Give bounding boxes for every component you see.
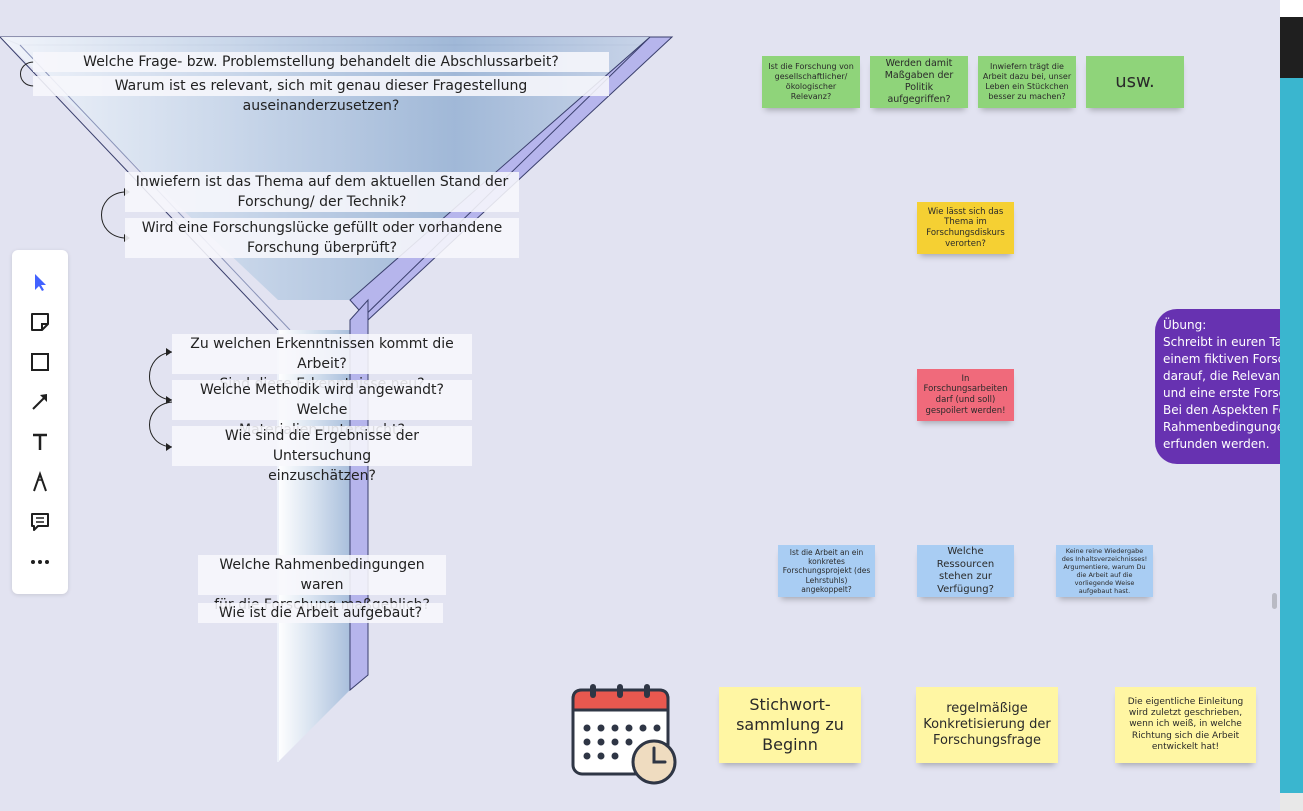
sticky-text: Werden damit Maßgaben der Politik aufgeg… (884, 58, 954, 105)
question-text-line: Forschung/ der Technik? (237, 194, 407, 210)
text-tool-button[interactable] (26, 428, 54, 456)
question-text-line: Zu welchen Erkenntnissen kommt die Arbei… (190, 336, 454, 372)
sticky-note-yellow[interactable]: Wie lässt sich das Thema im Forschungsdi… (917, 202, 1014, 254)
comment-icon (31, 513, 49, 531)
select-icon (35, 274, 46, 291)
more-icon (31, 560, 49, 564)
sticky-note-pale[interactable]: Stichwort-sammlung zu Beginn (719, 687, 861, 763)
exercise-text-line: und eine erste Forsch (1163, 386, 1293, 400)
question-text-line: Forschung überprüft? (246, 240, 398, 256)
exercise-text-line: Übung: (1163, 318, 1207, 332)
pen-tool-button[interactable] (26, 468, 54, 496)
exercise-text-line: erfunden werden. (1163, 437, 1270, 451)
sticky-text: Welche Ressourcen stehen zur Verfügung? (936, 546, 995, 595)
sticky-text: Wie lässt sich das Thema im Forschungsdi… (926, 206, 1005, 249)
exercise-card[interactable]: Übung: Schreibt in euren Tan einem fikti… (1155, 309, 1295, 464)
left-toolbar (12, 250, 68, 594)
sticky-note-green[interactable]: Inwiefern trägt die Arbeit dazu bei, uns… (978, 56, 1076, 108)
connector-tool-button[interactable] (26, 388, 54, 416)
question-text-line: Welche Methodik wird angewandt? Welche (200, 382, 444, 418)
select-tool-button[interactable] (26, 268, 54, 296)
question-problem-statement[interactable]: Welche Frage- bzw. Problemstellung behan… (33, 52, 609, 72)
question-text: Wie ist die Arbeit aufgebaut? (218, 605, 423, 621)
exercise-text-line: Rahmenbedingungen (1163, 420, 1292, 434)
sticky-note-icon (31, 313, 49, 331)
arrow-icon (32, 394, 47, 410)
sticky-note-blue[interactable]: Welche Ressourcen stehen zur Verfügung? (917, 545, 1014, 597)
sticky-text: regelmäßige Konkretisierung der Forschun… (923, 700, 1051, 749)
exercise-text-line: Schreibt in euren Tan (1163, 335, 1290, 349)
comment-tool-button[interactable] (26, 508, 54, 536)
vertical-scrollbar-thumb[interactable] (1272, 593, 1277, 609)
sticky-note-green[interactable]: Werden damit Maßgaben der Politik aufgeg… (870, 56, 968, 108)
question-research-gap[interactable]: Wird eine Forschungslücke gefüllt oder v… (125, 218, 519, 258)
sticky-note-red[interactable]: In Forschungsarbeiten darf (und soll) ge… (917, 369, 1014, 421)
sticky-note-tool-button[interactable] (26, 308, 54, 336)
question-text: Warum ist es relevant, sich mit genau di… (114, 78, 528, 114)
shape-icon (31, 353, 49, 371)
sticky-text: Keine reine Wiedergabe des Inhaltsverzei… (1061, 546, 1148, 596)
right-side-panel-edge (1280, 0, 1303, 811)
question-relevance[interactable]: Warum ist es relevant, sich mit genau di… (33, 76, 609, 114)
sticky-note-pale[interactable]: regelmäßige Konkretisierung der Forschun… (916, 687, 1058, 763)
exercise-text-line: einem fiktiven Forsch (1163, 352, 1292, 366)
text-icon (33, 433, 47, 450)
question-text-line: Inwiefern ist das Thema auf dem aktuelle… (135, 174, 509, 190)
panel-footer (1280, 793, 1303, 811)
exercise-text-line: Bei den Aspekten For (1163, 403, 1291, 417)
sticky-text: Ist die Forschung von gesellschaftlicher… (768, 62, 854, 101)
question-structure[interactable]: Wie ist die Arbeit aufgebaut? (198, 603, 443, 623)
exercise-text-line: darauf, die Relevanz d (1163, 369, 1295, 383)
sticky-note-pale[interactable]: Die eigentliche Einleitung wird zuletzt … (1115, 687, 1256, 763)
sticky-note-green[interactable]: usw. (1086, 56, 1184, 108)
question-text-line: Wie sind die Ergebnisse der Untersuchung (224, 428, 420, 464)
sticky-text: usw. (1115, 70, 1155, 92)
question-text-line: Welche Rahmenbedingungen waren (219, 557, 425, 593)
sticky-text: Ist die Arbeit an ein konkretes Forschun… (782, 547, 871, 595)
panel-header-top (1280, 0, 1303, 17)
question-methodology[interactable]: Welche Methodik wird angewandt? Welche M… (172, 380, 472, 438)
sticky-note-green[interactable]: Ist die Forschung von gesellschaftlicher… (762, 56, 860, 108)
pen-icon (33, 471, 47, 492)
question-framework-conditions[interactable]: Welche Rahmenbedingungen waren für die F… (198, 555, 446, 613)
question-text-line: Wird eine Forschungslücke gefüllt oder v… (141, 220, 503, 236)
question-text: Welche Frage- bzw. Problemstellung behan… (83, 54, 559, 70)
sticky-note-blue[interactable]: Keine reine Wiedergabe des Inhaltsverzei… (1056, 545, 1153, 597)
question-results-assessment[interactable]: Wie sind die Ergebnisse der Untersuchung… (172, 426, 472, 484)
sticky-text: Stichwort-sammlung zu Beginn (736, 695, 844, 754)
shape-tool-button[interactable] (26, 348, 54, 376)
question-findings[interactable]: Zu welchen Erkenntnissen kommt die Arbei… (172, 334, 472, 392)
question-text-line: einzuschätzen? (268, 468, 376, 484)
more-tools-button[interactable] (26, 548, 54, 576)
calendar-clock-icon (571, 684, 677, 785)
sticky-text: In Forschungsarbeiten darf (und soll) ge… (923, 373, 1008, 416)
sticky-note-blue[interactable]: Ist die Arbeit an ein konkretes Forschun… (778, 545, 875, 597)
question-state-of-research[interactable]: Inwiefern ist das Thema auf dem aktuelle… (125, 172, 519, 212)
sticky-text: Inwiefern trägt die Arbeit dazu bei, uns… (982, 62, 1072, 101)
panel-header-dark (1280, 0, 1303, 78)
sticky-text: Die eigentliche Einleitung wird zuletzt … (1127, 696, 1244, 752)
